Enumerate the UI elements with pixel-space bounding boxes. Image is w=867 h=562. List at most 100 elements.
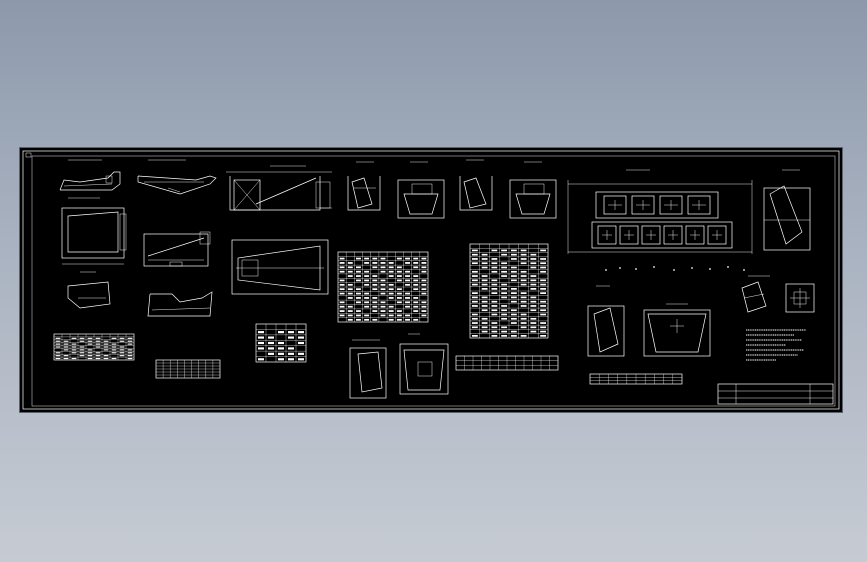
barrel-cell [687,195,711,215]
table-cell-mark [405,283,410,286]
table-cell-mark [71,357,77,360]
table-cell-mark [356,297,361,299]
table-cell-mark [79,340,85,342]
table-cell-mark [510,270,517,273]
table-cell-mark [540,326,547,329]
table-cell-mark [388,270,394,273]
table-cell-mark [491,326,498,329]
table-cell-mark [278,341,284,345]
table-cell-mark [111,337,117,339]
table-cell-mark [339,279,345,282]
table-cell-mark [413,279,419,282]
table-cell-mark [471,292,478,294]
table-cell-mark [481,326,488,329]
table-cell-mark [388,314,394,317]
table-cell-mark [95,337,101,339]
table-cell-mark [95,357,101,360]
table-cell-mark [288,331,294,334]
table-cell-mark [396,297,402,299]
table-cell-mark [520,322,527,324]
marker-dot [673,269,675,271]
table-cell-mark [356,266,361,269]
table-cell-mark [481,317,488,320]
table-cell-mark [501,249,508,252]
table-cell-mark [339,301,345,304]
table-cell-mark [396,318,402,321]
table-cell-mark [510,258,517,260]
table-cell-mark [372,288,378,291]
table-cell-mark [421,310,427,312]
table-cell-mark [481,275,488,277]
table-cell-mark [520,296,527,299]
table-cell-mark [388,283,394,286]
table-cell-mark [79,346,85,348]
table-f [455,355,559,371]
view-headwall-plan [61,197,127,265]
table-cell-mark [540,335,547,337]
table-cell-mark [111,357,117,360]
table-cell-mark [491,258,498,260]
table-cell-mark [501,270,508,273]
cad-drawing-sheet [20,148,842,412]
table-cell-mark [530,305,537,307]
table-cell-mark [347,288,353,291]
table-cell-mark [491,292,498,294]
table-cell-mark [364,305,370,308]
table-cell-mark [530,258,537,260]
table-cell-mark [396,279,402,282]
title-block [717,383,834,405]
table-cell-mark [339,288,345,291]
table-cell-mark [510,313,517,316]
table-cell-mark [258,336,264,339]
table-cell-mark [268,336,274,339]
table-cell-mark [421,314,427,317]
table-cell-mark [356,310,361,312]
table-g [589,373,683,385]
table-cell-mark [501,292,508,294]
table-cell-mark [481,279,488,282]
table-cell-mark [339,266,345,269]
table-cell-mark [339,270,345,273]
table-cell-mark [491,262,498,265]
table-cell-mark [540,292,547,294]
view-outlet-section [643,303,711,357]
view-section-6 [399,333,449,395]
table-cell-mark [119,352,125,354]
table-cell-mark [298,341,304,345]
table-cell-mark [421,266,427,269]
marker-dot [709,268,711,270]
table-cell-mark [501,326,508,329]
table-cell-mark [471,253,478,256]
table-cell-mark [298,358,304,361]
marker-dot [727,266,729,268]
table-cell-mark [356,270,361,273]
table-cell-mark [71,337,77,339]
table-frame [255,323,307,363]
table-cell-mark [396,301,402,304]
marker-dot [653,266,655,268]
table-cell-mark [380,257,386,260]
table-cell-mark [510,275,517,277]
table-cell-mark [127,349,133,351]
table-cell-mark [540,322,547,324]
table-cell-mark [258,331,264,334]
table-cell-mark [380,288,386,291]
table-cell-mark [481,300,488,303]
table-cell-mark [471,279,478,282]
table-cell-mark [491,300,498,303]
table-cell-mark [372,305,378,308]
outer-border [22,150,840,410]
table-cell-mark [347,266,353,269]
table-cell-mark [278,331,284,334]
table-cell-mark [396,270,402,273]
table-cell-mark [471,296,478,299]
table-cell-mark [71,349,77,351]
marker-dot [619,267,621,269]
table-cell-mark [380,262,386,264]
table-cell-mark [481,283,488,286]
table-cell-mark [388,275,394,277]
grade-marker-dots [605,266,745,271]
table-cell-mark [380,283,386,286]
table-cell-mark [258,341,264,345]
table-cell-mark [520,262,527,265]
